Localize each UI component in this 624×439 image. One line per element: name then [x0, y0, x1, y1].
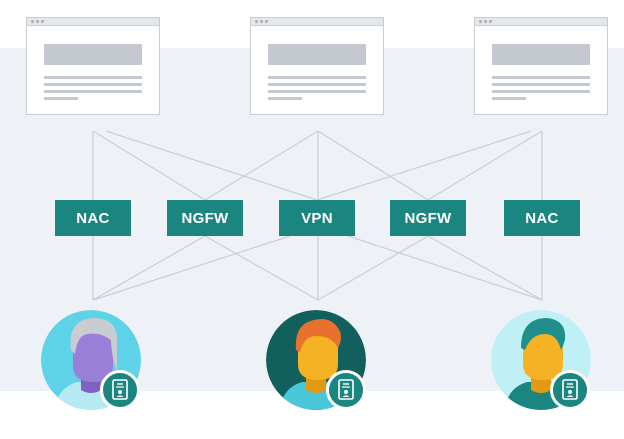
window-dot-icon [260, 20, 263, 23]
text-line [44, 83, 142, 86]
wire [347, 235, 543, 301]
content-block [492, 44, 590, 65]
wire [427, 130, 543, 201]
server-window-right [474, 17, 608, 115]
text-line [492, 76, 590, 79]
text-line [492, 83, 590, 86]
window-dot-icon [31, 20, 34, 23]
id-badge-icon [100, 370, 140, 410]
text-line [492, 97, 526, 100]
window-dot-icon [255, 20, 258, 23]
text-line [44, 76, 142, 79]
server-window-center [250, 17, 384, 115]
user-avatar-gray-hair [41, 310, 141, 410]
node-ngfw-left: NGFW [167, 200, 243, 236]
wire [92, 130, 206, 201]
window-titlebar [27, 18, 159, 26]
window-dot-icon [41, 20, 44, 23]
wire [92, 235, 291, 301]
server-window-left [26, 17, 160, 115]
wire [92, 235, 206, 301]
content-block [44, 44, 142, 65]
text-line [44, 90, 142, 93]
window-dot-icon [36, 20, 39, 23]
text-line [268, 97, 302, 100]
wire [204, 130, 319, 201]
window-titlebar [475, 18, 607, 26]
window-dot-icon [265, 20, 268, 23]
node-vpn: VPN [279, 200, 355, 236]
window-titlebar [251, 18, 383, 26]
node-nac-left: NAC [55, 200, 131, 236]
text-line [268, 76, 366, 79]
node-ngfw-right: NGFW [390, 200, 466, 236]
id-badge-icon [326, 370, 366, 410]
wire [204, 235, 319, 301]
wire [317, 235, 429, 301]
window-dot-icon [484, 20, 487, 23]
text-line [268, 90, 366, 93]
content-block [268, 44, 366, 65]
node-nac-right: NAC [504, 200, 580, 236]
wire [317, 130, 429, 201]
window-dot-icon [479, 20, 482, 23]
window-dot-icon [489, 20, 492, 23]
wire [316, 130, 532, 201]
id-badge-icon [550, 370, 590, 410]
wire [427, 235, 543, 301]
text-line [44, 97, 78, 100]
text-line [268, 83, 366, 86]
wire [105, 130, 318, 201]
text-line [492, 90, 590, 93]
